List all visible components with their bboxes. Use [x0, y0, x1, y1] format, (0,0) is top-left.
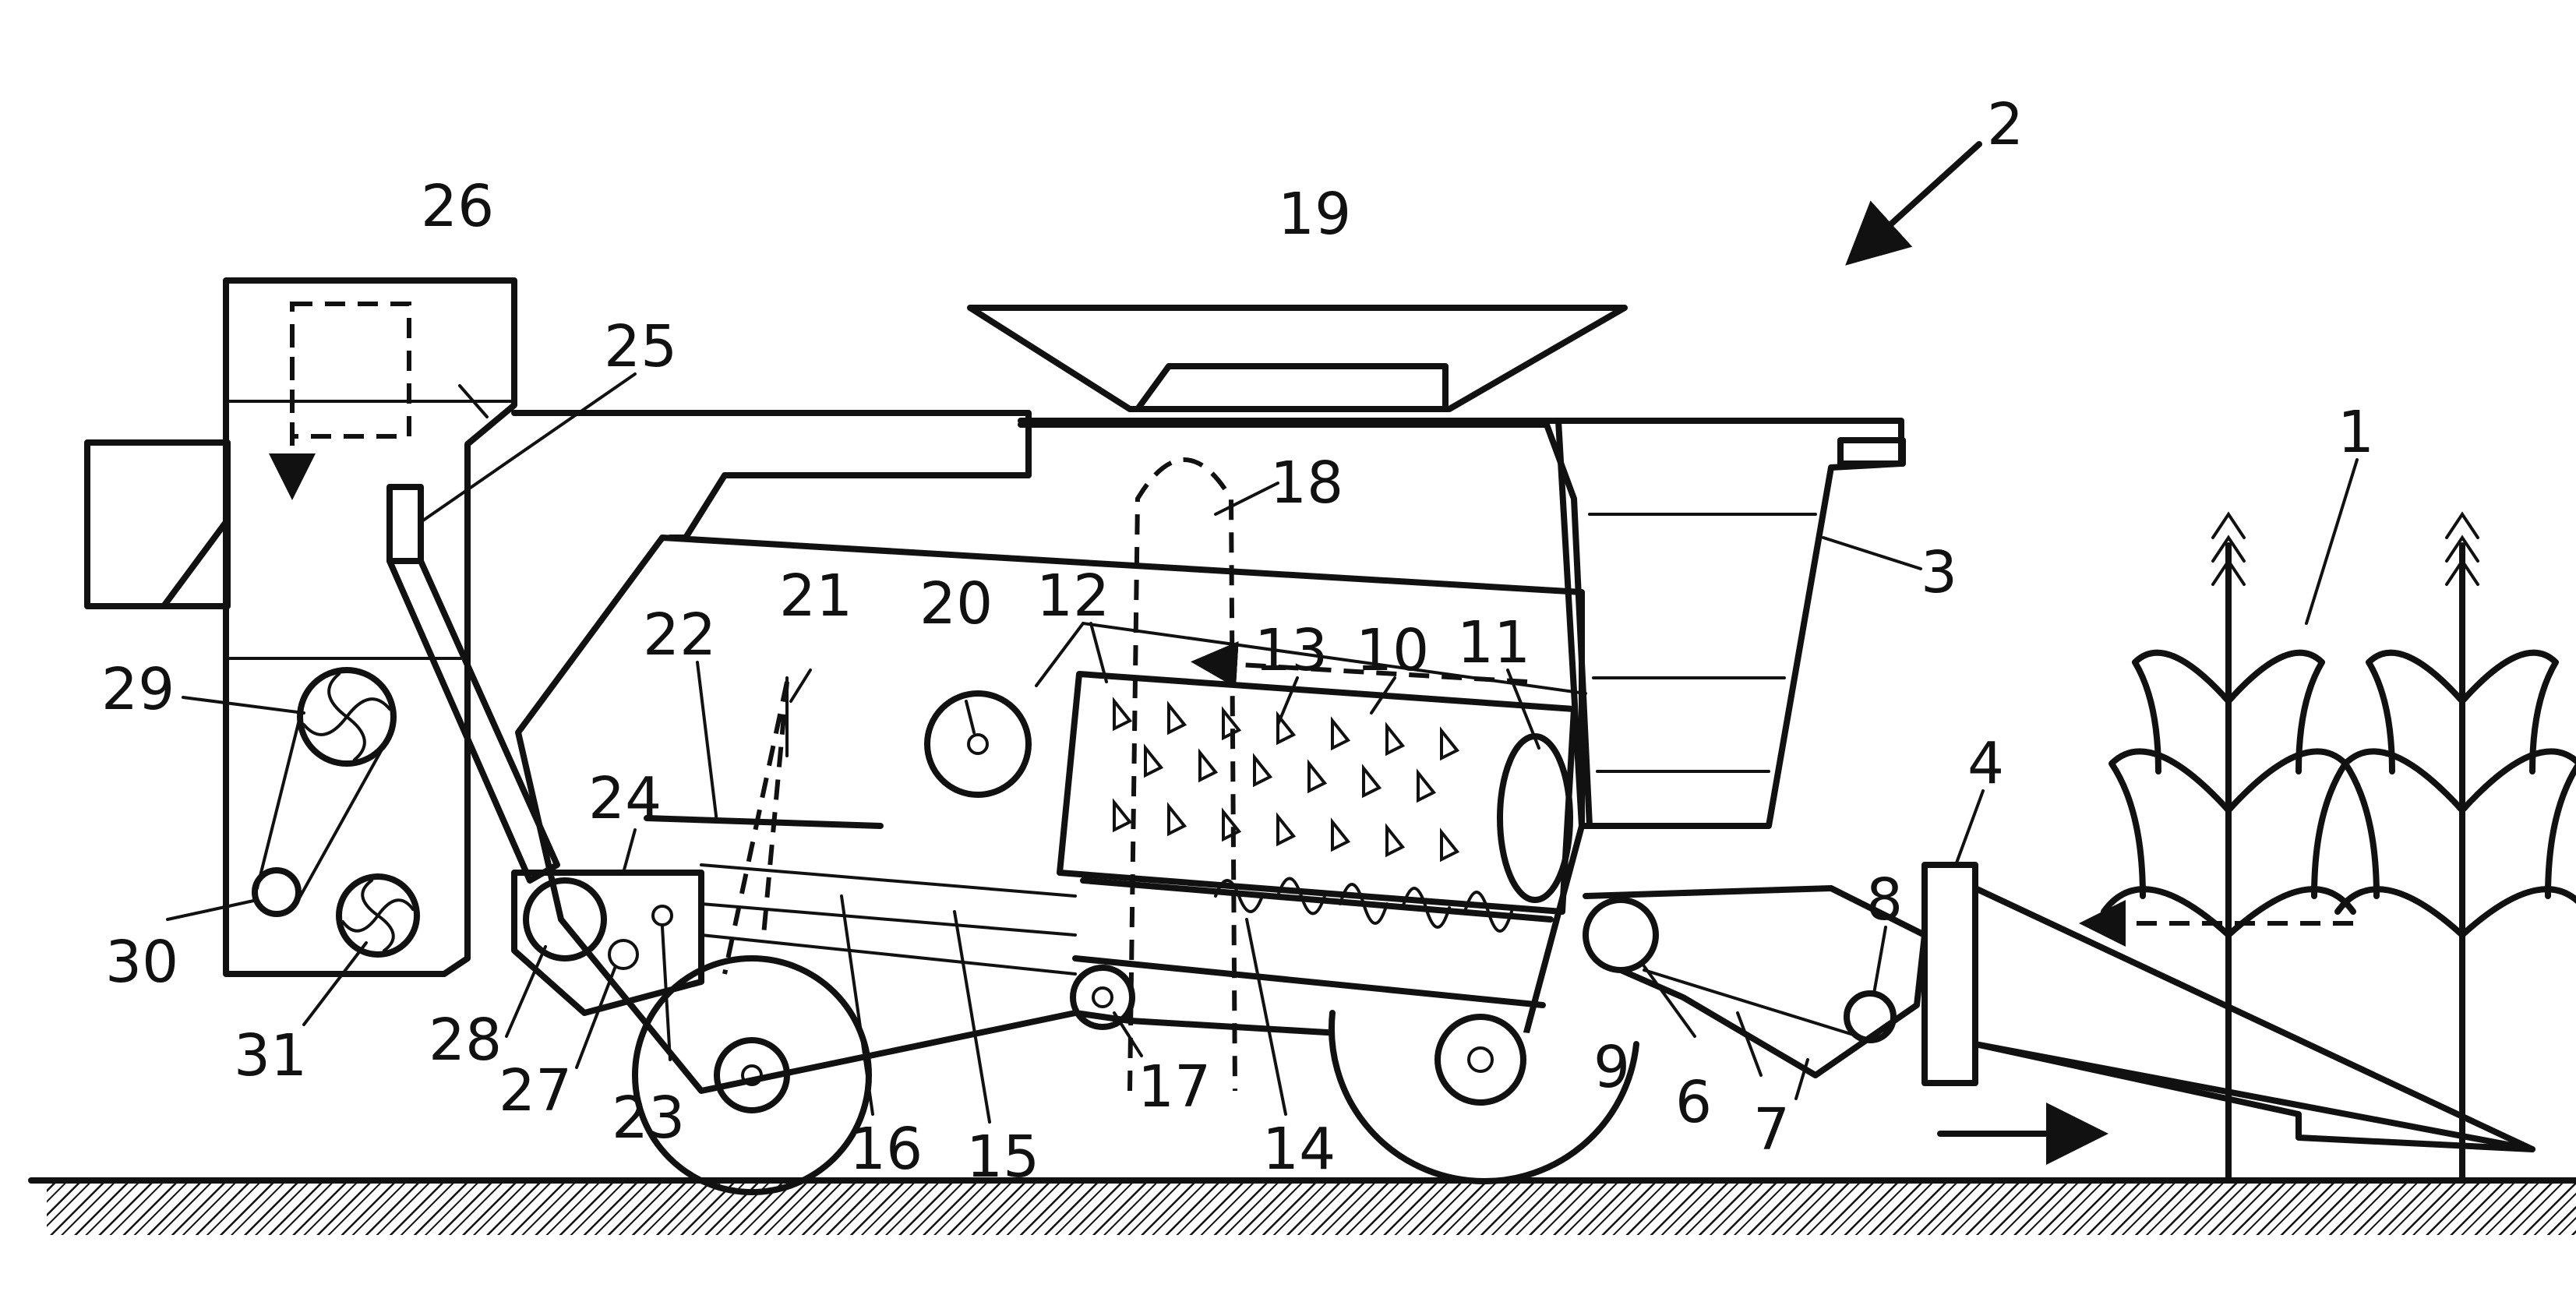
rotor-end-11 [1497, 733, 1573, 903]
rotor-housing [1057, 671, 1577, 915]
ref-26: 26 [421, 173, 494, 240]
corn-plant-2 [2334, 511, 2576, 1184]
fan-31-blades [341, 879, 415, 952]
grain-elevator-18 [1127, 457, 1237, 1092]
ref-14: 14 [1262, 1116, 1336, 1183]
belt-29-30 [256, 715, 395, 905]
roller-17-hub [1092, 986, 1113, 1008]
rear-wheel [632, 955, 872, 1195]
header-divider [1972, 885, 2535, 1152]
ref-21: 21 [779, 563, 852, 630]
front-wheel [1329, 1010, 1639, 1185]
grain-tank-hopper [967, 305, 1628, 412]
feeder-roller-9 [1583, 897, 1659, 973]
ref-10: 10 [1356, 617, 1429, 684]
header-frame-4 [1921, 862, 1978, 1086]
rotor-tines-13 [1113, 697, 1460, 863]
ref-11: 11 [1457, 609, 1530, 676]
ref-4: 4 [1967, 730, 2004, 797]
roller-23 [651, 905, 673, 926]
ref-29: 29 [101, 656, 175, 723]
reference-arrow-2 [1845, 141, 1982, 266]
ref-30: 30 [105, 929, 178, 996]
ref-3: 3 [1921, 539, 1957, 606]
unloading-tube-box [84, 439, 231, 609]
rotor-flow-arrow [1191, 640, 1528, 688]
ref-6: 6 [1675, 1069, 1712, 1136]
ref-16: 16 [849, 1116, 923, 1183]
sieve-22 [644, 815, 884, 829]
ref-25: 25 [604, 313, 677, 380]
fan-20-hub [967, 733, 989, 755]
ref-27: 27 [499, 1057, 572, 1124]
sieve-15 [700, 863, 1077, 976]
auger-14 [1072, 877, 1554, 1008]
ref-1: 1 [2338, 399, 2374, 466]
leader-lines [166, 372, 2359, 1124]
ref-2: 2 [1987, 91, 2024, 158]
feeder-roller-8 [1844, 990, 1897, 1043]
rotor-housing-top [1035, 621, 1587, 695]
cleaning-flow-lines [722, 681, 789, 975]
ref-12: 12 [1036, 563, 1110, 630]
ref-23: 23 [612, 1085, 685, 1152]
header-divider-lower [1972, 1041, 2535, 1152]
ref-28: 28 [429, 1007, 502, 1074]
elevator-25 [386, 558, 560, 884]
front-wheel-axle [1467, 1046, 1494, 1073]
ref-24: 24 [588, 765, 662, 832]
ground-hatching [47, 1180, 2576, 1235]
fan-28 [523, 877, 607, 961]
grain-tank-neck [1134, 363, 1449, 412]
rear-fan-housing [511, 870, 704, 1016]
rear-wheel-axle [741, 1064, 763, 1086]
ref-8: 8 [1866, 866, 1903, 933]
ref-19: 19 [1278, 181, 1351, 248]
ref-15: 15 [966, 1124, 1039, 1191]
roller-17 [1070, 965, 1135, 1030]
fan-29-blades [302, 672, 391, 761]
rear-housing-inner-hopper [290, 302, 411, 439]
ref-20: 20 [919, 570, 993, 637]
roller-30 [252, 867, 302, 917]
ref-18: 18 [1270, 450, 1343, 517]
roller-27 [608, 939, 639, 970]
fan-31 [336, 873, 420, 958]
rear-wheel-hub [714, 1037, 790, 1113]
elevator-head-25 [386, 484, 424, 564]
side-panel-3 [1555, 418, 1904, 829]
ref-31: 31 [234, 1022, 307, 1089]
rear-housing [223, 277, 517, 977]
upper-body-outline [511, 410, 1032, 541]
main-housing [515, 535, 1585, 1094]
feeder-belt-7 [1643, 969, 1860, 1038]
side-panel-3-lines [1588, 513, 1817, 773]
ref-17: 17 [1138, 1053, 1211, 1120]
ref-22: 22 [643, 602, 716, 669]
unloading-tube-strut [161, 519, 229, 609]
ref-9: 9 [1593, 1034, 1630, 1101]
fan-20 [924, 690, 1032, 798]
ref-13: 13 [1254, 617, 1328, 684]
front-wheel-hub [1434, 1014, 1526, 1106]
feeder-housing-6 [1583, 885, 1928, 1078]
ref-7: 7 [1753, 1096, 1790, 1163]
cab-light [1837, 437, 1906, 467]
